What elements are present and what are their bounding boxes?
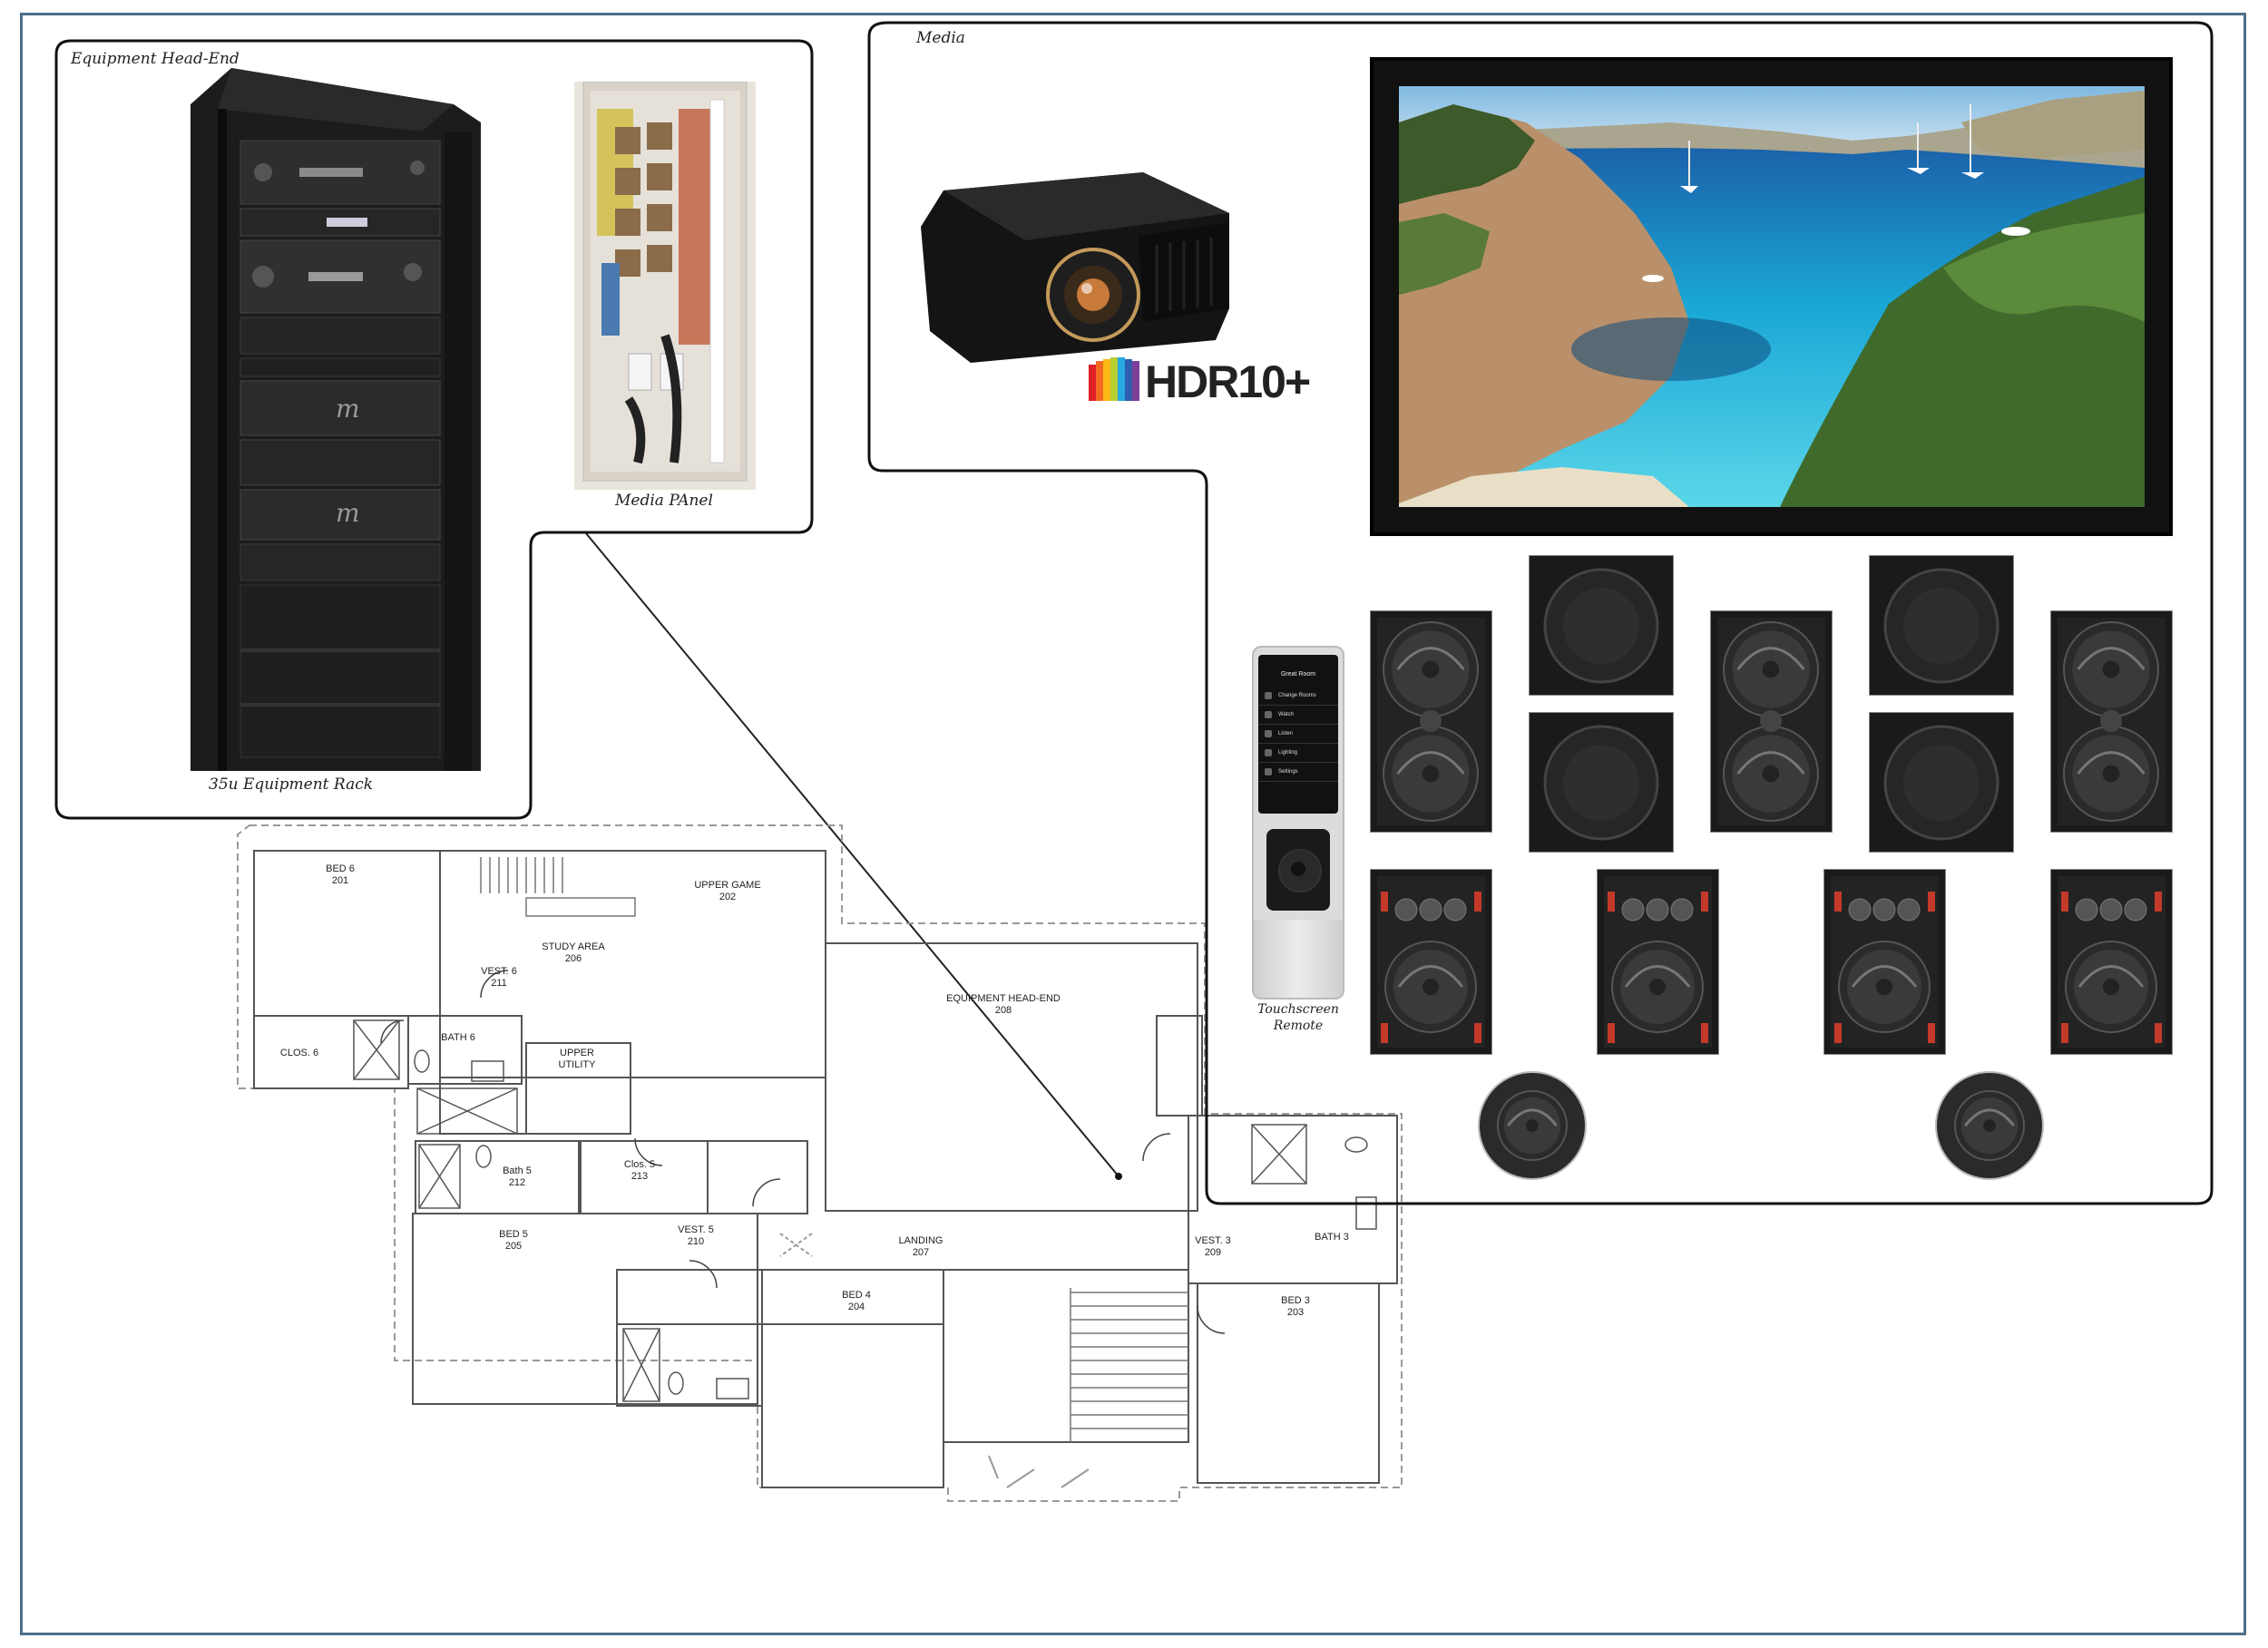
media-panel-caption: Media PAnel (615, 492, 713, 510)
room-name: CLOS. 6 (279, 1048, 319, 1058)
room-name: BED 3 (1281, 1295, 1310, 1306)
room-label: BATH 3 (1315, 1232, 1349, 1243)
in-wall-subwoofer (1529, 712, 1674, 853)
room-name: VEST. 6 (481, 966, 517, 977)
projector-image (916, 172, 1238, 367)
room-name: UPPER GAME (694, 880, 761, 891)
room-name: LANDING (898, 1235, 943, 1246)
room-number: 206 (564, 953, 582, 964)
remote-menu-item[interactable]: Watch (1258, 706, 1338, 725)
room-number: 202 (719, 892, 737, 902)
room-name: UPPER UTILITY (558, 1048, 596, 1070)
hdr-logo-text: HDR10+ (1145, 356, 1311, 407)
room-number: 210 (687, 1236, 705, 1247)
room-label: CLOS. 6 (280, 1048, 318, 1059)
room-name: EQUIPMENT HEAD-END (946, 993, 1061, 1004)
room-number: 209 (1204, 1247, 1222, 1258)
menu-item-icon (1265, 692, 1272, 699)
surround-in-wall-speaker (1597, 869, 1719, 1055)
room-label: UPPER UTILITY (559, 1048, 596, 1071)
beach-scene-image (1399, 86, 2145, 507)
surround-in-wall-speaker (1823, 869, 1946, 1055)
in-wall-subwoofer (1529, 555, 1674, 696)
room-name: BATH 3 (1315, 1232, 1349, 1243)
equipment-rack-image: m m (191, 68, 481, 771)
room-number: 205 (504, 1241, 523, 1252)
room-name: VEST. 5 (678, 1224, 714, 1235)
in-ceiling-speaker (1934, 1070, 2045, 1181)
room-number: 204 (847, 1302, 865, 1312)
outer-frame (20, 13, 2246, 1635)
room-label: BATH 6 (441, 1032, 475, 1044)
room-name: Clos. 5 (623, 1159, 656, 1170)
remote-menu-item[interactable]: Listen (1258, 725, 1338, 744)
room-name: Bath 5 (503, 1165, 532, 1176)
menu-item-icon (1265, 730, 1272, 737)
remote-wheel (1266, 829, 1330, 911)
remote-screen-header: Great Room (1280, 671, 1316, 678)
in-ceiling-speaker (1477, 1070, 1588, 1181)
lcr-in-wall-speaker (1370, 610, 1492, 833)
menu-item-icon (1265, 749, 1272, 756)
room-name: VEST. 3 (1195, 1235, 1231, 1246)
lcr-in-wall-speaker (2050, 610, 2173, 833)
room-number: 213 (631, 1171, 649, 1182)
remote-caption: Touchscreen Remote (1257, 1002, 1339, 1033)
media-panel-title: Media (916, 29, 965, 47)
room-name: STUDY AREA (542, 941, 605, 952)
remote-menu-item[interactable]: Lighting (1258, 744, 1338, 763)
surround-in-wall-speaker (2050, 869, 2173, 1055)
room-number: 212 (508, 1177, 526, 1188)
room-name: BED 5 (499, 1229, 528, 1240)
equipment-panel-title: Equipment Head-End (71, 50, 240, 68)
in-wall-subwoofer (1869, 712, 2014, 853)
room-number: 208 (994, 1005, 1012, 1016)
surround-in-wall-speaker (1370, 869, 1492, 1055)
svg-text:m: m (336, 394, 360, 424)
room-number: 203 (1286, 1307, 1305, 1318)
hdr-logo: HDR10+ (1089, 356, 1365, 408)
room-name: BATH 6 (441, 1032, 475, 1043)
room-number: 207 (912, 1247, 930, 1258)
room-name: BED 6 (326, 863, 355, 874)
room-number: 211 (491, 978, 507, 989)
svg-text:m: m (336, 498, 360, 528)
menu-item-icon (1265, 768, 1272, 775)
room-number: 201 (331, 875, 349, 886)
media-panel-image (574, 82, 756, 490)
rack-caption: 35u Equipment Rack (209, 775, 374, 794)
menu-item-icon (1265, 711, 1272, 718)
room-name: BED 4 (842, 1290, 871, 1301)
in-wall-subwoofer (1869, 555, 2014, 696)
remote-menu-item[interactable]: Settings (1258, 763, 1338, 782)
projection-screen (1370, 57, 2173, 536)
lcr-in-wall-speaker (1710, 610, 1833, 833)
remote-menu-item[interactable]: Change Rooms (1258, 687, 1338, 706)
